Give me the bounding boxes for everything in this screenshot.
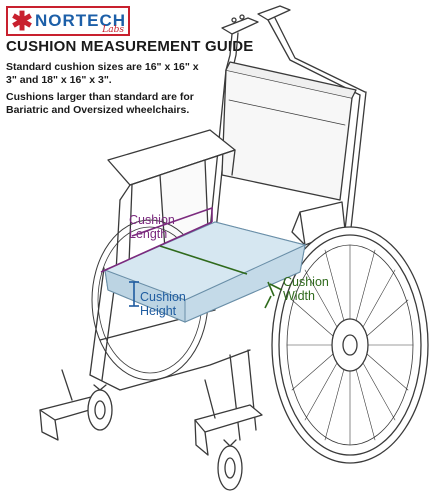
cushion-height-label: Cushion Height [140,290,186,318]
length-indicator [100,206,213,273]
page-title: CUSHION MEASUREMENT GUIDE [6,38,254,55]
right-wheel [271,226,429,464]
push-handle-right [257,5,291,21]
push-handle-left [221,14,259,35]
logo-brand: NORTECH [35,11,127,30]
nortech-logo: ✱ NORTECH Labs [6,6,130,36]
logo-sub: Labs [102,25,124,35]
note-standard-sizes: Standard cushion sizes are 16" x 16" x 3… [6,61,199,86]
note-larger-cushions: Cushions larger than standard are for Ba… [6,91,194,116]
cushion-width-label: Cushion Width [283,275,329,303]
height-indicator [129,281,139,307]
cushion-length-label: Cushion Length [129,213,175,241]
width-indicator [264,281,283,309]
cushion-centerline [159,245,248,275]
asterisk-icon: ✱ [11,6,33,36]
